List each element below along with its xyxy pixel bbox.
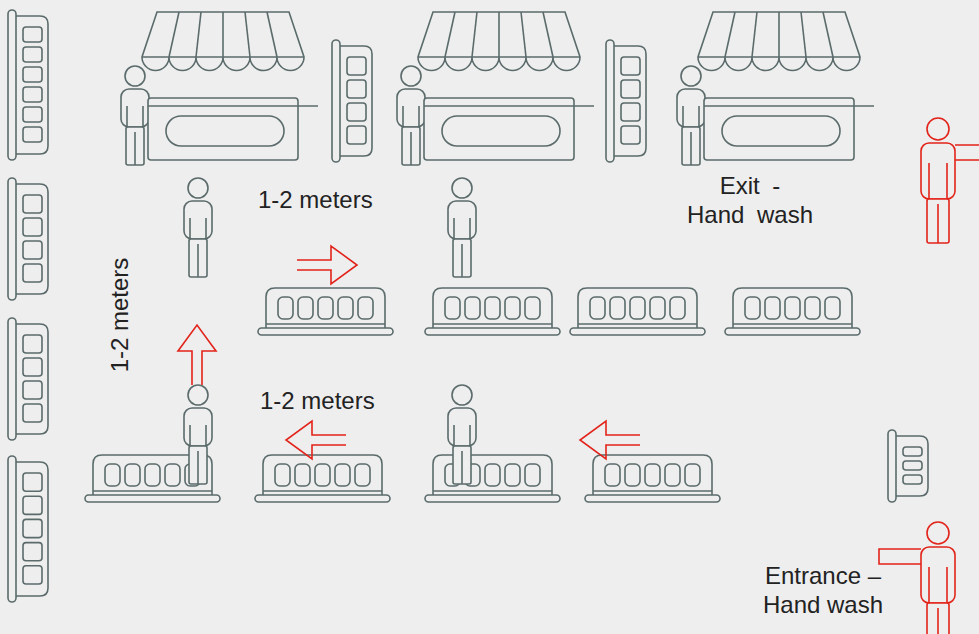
- barrier: [570, 288, 705, 335]
- flow-arrow: [580, 421, 640, 459]
- vendor: [677, 66, 705, 165]
- customer: [448, 385, 476, 484]
- barrier: [255, 455, 390, 502]
- stall-counter: [704, 98, 874, 160]
- flow-arrow: [286, 421, 346, 459]
- vendor: [397, 66, 425, 165]
- barrier: [258, 288, 393, 335]
- exit-label: Exit - Hand wash: [686, 172, 814, 230]
- flow-arrow: [297, 246, 357, 284]
- barrier: [8, 10, 48, 160]
- barrier: [585, 455, 720, 502]
- stall-awning: [142, 12, 304, 71]
- flow-arrow: [178, 325, 216, 385]
- barrier: [725, 288, 860, 335]
- barrier: [8, 318, 48, 440]
- barrier: [888, 430, 928, 502]
- barrier: [606, 40, 646, 162]
- dimension-label: 1-2 meters: [106, 258, 135, 373]
- entrance-label: Entrance – Hand wash: [748, 562, 898, 620]
- stall-counter: [148, 98, 318, 160]
- barrier: [8, 456, 48, 602]
- stall-awning: [418, 12, 580, 71]
- customer: [184, 178, 212, 277]
- staff-person: [921, 118, 979, 243]
- vendor: [121, 66, 149, 165]
- customer: [448, 178, 476, 277]
- barrier: [425, 455, 560, 502]
- staff-person: [879, 522, 955, 634]
- customer: [184, 385, 212, 484]
- dimension-label: 1-2 meters: [260, 387, 375, 416]
- stall-awning: [698, 12, 860, 71]
- stall-counter: [424, 98, 594, 160]
- barrier: [425, 288, 560, 335]
- dimension-label: 1-2 meters: [258, 186, 373, 215]
- barrier: [332, 40, 372, 162]
- barrier: [8, 178, 48, 300]
